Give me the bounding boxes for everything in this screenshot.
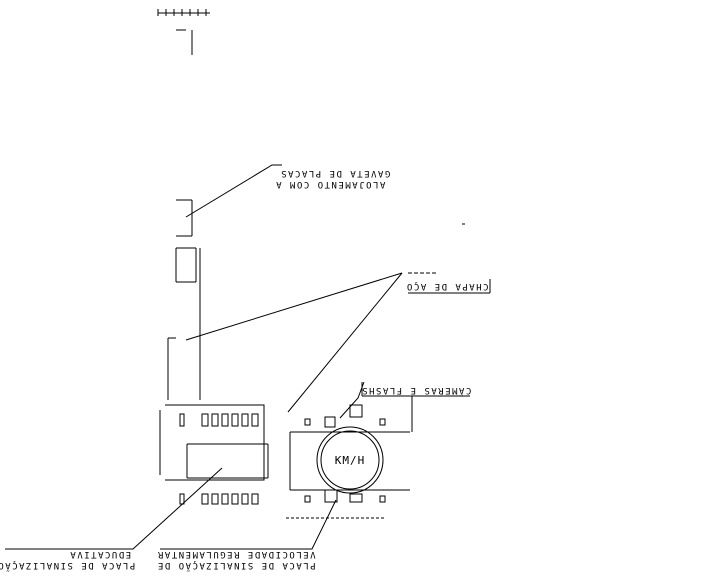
plate-drawer-housing bbox=[175, 199, 197, 283]
label-education-line1: EDUCATIVA bbox=[69, 549, 131, 559]
flash-top-right bbox=[379, 418, 386, 426]
label-speed-line1: VELOCIDADE REGULAMENTAR bbox=[156, 549, 315, 559]
label-cameras-flashes: CÂMERAS E FLASHS bbox=[361, 385, 472, 397]
flash-top-left bbox=[304, 418, 311, 426]
leader-steel-plate-b bbox=[287, 272, 403, 413]
speed-sign-inner-ring bbox=[320, 430, 380, 490]
leader-cameras bbox=[339, 381, 365, 419]
leader-steel-plate-a bbox=[185, 272, 403, 341]
camera-top-right bbox=[349, 404, 363, 418]
label-speed-line2: PLACA DE SINALIZAÇÃO DE bbox=[156, 560, 315, 571]
leader-educational-sign bbox=[5, 467, 223, 550]
camera-bottom-right bbox=[349, 493, 363, 503]
camera-top-left bbox=[324, 416, 336, 428]
leader-speed-sign bbox=[160, 499, 337, 550]
leader-lines bbox=[5, 164, 491, 550]
educational-sign-panel bbox=[159, 404, 269, 505]
label-steel-plate: CHAPA DE AÇO bbox=[405, 281, 488, 291]
flash-bottom-right bbox=[379, 495, 386, 503]
speed-sign-outer-ring bbox=[316, 426, 384, 494]
camera-bottom-left bbox=[324, 489, 338, 503]
pole-base bbox=[157, 9, 210, 55]
label-drawer-line1: GAVETA DE PLACAS bbox=[280, 168, 391, 178]
leader-drawer bbox=[185, 164, 282, 218]
flash-bottom-left bbox=[304, 495, 311, 503]
speed-sign-unit: KM/H bbox=[335, 454, 366, 467]
label-drawer-line2: ALOJAMENTO COM A bbox=[275, 179, 386, 189]
label-education-line2: PLACA DE SINALIZAÇÃO bbox=[0, 560, 135, 571]
speed-limit-sign-panel: KM/H bbox=[286, 426, 410, 519]
pole bbox=[167, 248, 201, 400]
cameras-flashes bbox=[304, 404, 386, 503]
labels: GAVETA DE PLACAS ALOJAMENTO COM A CHAPA … bbox=[0, 168, 489, 571]
